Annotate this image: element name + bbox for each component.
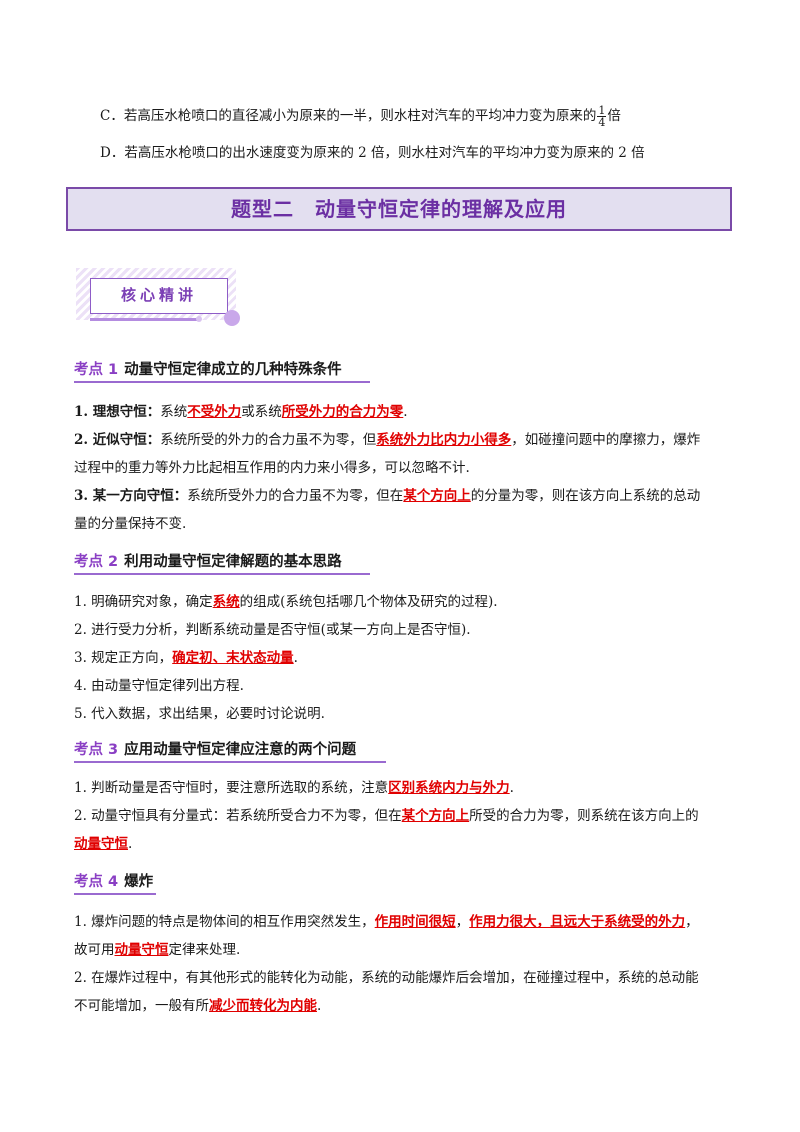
kp4-item-1-cont: 故可用动量守恒定律来处理. xyxy=(74,940,240,960)
highlight: 系统 xyxy=(212,594,240,610)
kp1-item-3-cont: 量的分量保持不变. xyxy=(74,516,187,532)
highlight: 动量守恒 xyxy=(114,942,169,958)
text: 或系统 xyxy=(241,404,282,420)
text: . xyxy=(403,404,408,420)
highlight: 系统外力比内力小得多 xyxy=(376,432,512,448)
text: 的分量为零，则在该方向上系统的总动 xyxy=(470,488,701,504)
kp2-heading: 考点 2 利用动量守恒定律解题的基本思路 xyxy=(74,552,342,572)
section-banner: 题型二 动量守恒定律的理解及应用 xyxy=(66,187,732,231)
text: 所受的合力为零，则系统在该方向上的 xyxy=(469,808,699,824)
kp1-item-2-cont: 过程中的重力等外力比起相互作用的内力来小得多，可以忽略不计. xyxy=(74,460,470,476)
text: 1. 明确研究对象，确定 xyxy=(74,594,213,610)
text: . xyxy=(128,836,133,852)
badge-bar xyxy=(90,318,200,321)
kp1-item-3: 3. 某一方向守恒：系统所受外力的合力虽不为零，但在某个方向上的分量为零，则在该… xyxy=(74,486,700,506)
badge-dot xyxy=(224,310,240,326)
text: ，如碰撞问题中的摩擦力，爆炸 xyxy=(511,432,701,448)
highlight: 区别系统内力与外力 xyxy=(388,780,510,796)
text: 3. 规定正方向， xyxy=(74,650,173,666)
term-ideal: 1. 理想守恒： xyxy=(74,404,161,420)
term-direction: 3. 某一方向守恒： xyxy=(74,488,188,504)
text: 系统 xyxy=(160,404,188,420)
text: 定律来处理. xyxy=(168,942,241,958)
kp4-heading: 考点 4 爆炸 xyxy=(74,872,153,892)
highlight: 所受外力的合力为零 xyxy=(281,404,404,420)
kp2-item-2: 2. 进行受力分析，判断系统动量是否守恒(或某一方向上是否守恒). xyxy=(74,622,471,638)
text: 系统所受外力的合力虽不为零，但在 xyxy=(187,488,404,504)
kp2-label: 考点 2 xyxy=(74,554,119,570)
option-d: D．若高压水枪喷口的出水速度变为原来的 2 倍，则水柱对汽车的平均冲力变为原来的… xyxy=(100,145,645,161)
option-c-suffix: 倍 xyxy=(607,108,621,124)
text: 1. 判断动量是否守恒时，要注意所选取的系统，注意 xyxy=(74,780,389,796)
text: 不可能增加，一般有所 xyxy=(74,998,209,1014)
kp2-underline xyxy=(74,573,370,575)
kp3-label: 考点 3 xyxy=(74,742,119,758)
kp2-item-5: 5. 代入数据，求出结果，必要时讨论说明. xyxy=(74,706,325,722)
highlight: 确定初、末状态动量 xyxy=(172,650,294,666)
badge-dot-small xyxy=(196,316,202,322)
kp1-item-2: 2. 近似守恒：系统所受的外力的合力虽不为零，但系统外力比内力小得多，如碰撞问题… xyxy=(74,430,700,450)
text: 1. 爆炸问题的特点是物体间的相互作用突然发生， xyxy=(74,914,375,930)
text: ， xyxy=(455,914,470,930)
highlight: 作用力很大，且远大于系统受的外力 xyxy=(469,914,686,930)
highlight: 减少而转化为内能 xyxy=(209,998,317,1014)
kp4-item-2: 2. 在爆炸过程中，有其他形式的能转化为动能，系统的动能爆炸后会增加，在碰撞过程… xyxy=(74,970,699,986)
kp1-underline xyxy=(74,381,370,383)
core-badge: 核心精讲 xyxy=(76,268,246,328)
fraction-numerator: 1 xyxy=(597,104,607,117)
kp4-item-2-cont: 不可能增加，一般有所减少而转化为内能. xyxy=(74,996,321,1016)
kp3-underline xyxy=(74,761,386,763)
kp1-heading: 考点 1 动量守恒定律成立的几种特殊条件 xyxy=(74,360,342,380)
text: 系统所受的外力的合力虽不为零，但 xyxy=(160,432,377,448)
kp2-item-4: 4. 由动量守恒定律列出方程. xyxy=(74,678,244,694)
highlight: 动量守恒 xyxy=(74,836,128,852)
highlight: 作用时间很短 xyxy=(374,914,456,930)
badge-label: 核心精讲 xyxy=(90,278,228,314)
kp3-item-2-cont: 动量守恒. xyxy=(74,834,132,854)
option-c-text: C．若高压水枪喷口的直径减小为原来的一半，则水柱对汽车的平均冲力变为原来的 xyxy=(100,108,597,124)
kp3-item-2: 2. 动量守恒具有分量式：若系统所受合力不为零，但在某个方向上所受的合力为零，则… xyxy=(74,806,699,826)
kp1-item-1: 1. 理想守恒：系统不受外力或系统所受外力的合力为零. xyxy=(74,402,408,422)
text: 2. 动量守恒具有分量式：若系统所受合力不为零，但在 xyxy=(74,808,402,824)
kp3-title: 应用动量守恒定律应注意的两个问题 xyxy=(124,742,357,758)
highlight: 某个方向上 xyxy=(401,808,470,824)
kp4-item-1: 1. 爆炸问题的特点是物体间的相互作用突然发生，作用时间很短，作用力很大，且远大… xyxy=(74,912,699,932)
kp3-item-1: 1. 判断动量是否守恒时，要注意所选取的系统，注意区别系统内力与外力. xyxy=(74,778,514,798)
kp3-heading: 考点 3 应用动量守恒定律应注意的两个问题 xyxy=(74,740,356,760)
highlight: 不受外力 xyxy=(187,404,242,420)
text: . xyxy=(509,780,514,796)
text: ， xyxy=(685,914,699,930)
kp4-underline xyxy=(74,893,156,895)
kp2-item-1: 1. 明确研究对象，确定系统的组成(系统包括哪几个物体及研究的过程). xyxy=(74,592,498,612)
kp2-item-3: 3. 规定正方向，确定初、末状态动量. xyxy=(74,648,298,668)
kp4-title: 爆炸 xyxy=(124,874,154,890)
kp1-label: 考点 1 xyxy=(74,362,119,378)
kp1-title: 动量守恒定律成立的几种特殊条件 xyxy=(124,362,342,378)
kp2-title: 利用动量守恒定律解题的基本思路 xyxy=(124,554,342,570)
text: 故可用 xyxy=(74,942,115,958)
text: . xyxy=(317,998,322,1014)
kp4-label: 考点 4 xyxy=(74,874,119,890)
text: 的组成(系统包括哪几个物体及研究的过程). xyxy=(239,594,498,610)
highlight: 某个方向上 xyxy=(403,488,471,504)
text: . xyxy=(293,650,298,666)
fraction-denominator: 4 xyxy=(598,116,606,129)
term-approx: 2. 近似守恒： xyxy=(74,432,161,448)
